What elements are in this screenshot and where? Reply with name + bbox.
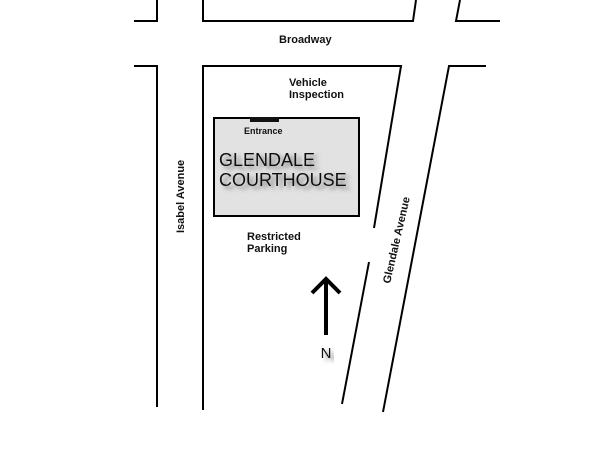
street-label-broadway: Broadway [279,34,332,46]
vehicle-inspection-label-1: Vehicle [289,77,327,89]
street-lines [134,0,500,413]
street-label-glendale: Glendale Avenue [381,196,413,285]
curb-top-right [454,0,500,22]
curb-glendale-east [382,65,486,413]
curb-top-middle [202,0,417,22]
curb-block [202,65,403,410]
curb-glendale-lower [341,261,370,405]
restricted-parking-label-1: Restricted [247,231,301,243]
north-arrow-icon [310,276,342,335]
vehicle-inspection-label-2: Inspection [289,89,344,101]
street-label-isabel: Isabel Avenue [175,160,187,233]
courthouse-building [213,117,360,217]
restricted-parking-label-2: Parking [247,243,287,255]
curb-top-left [134,0,158,22]
entrance-label: Entrance [244,126,283,136]
curb-isabel-west [134,65,158,407]
building-name-line2: COURTHOUSE [219,170,347,190]
building-name-line1: GLENDALE [219,150,315,170]
entrance-marker [250,117,279,122]
north-label: N [321,345,332,362]
